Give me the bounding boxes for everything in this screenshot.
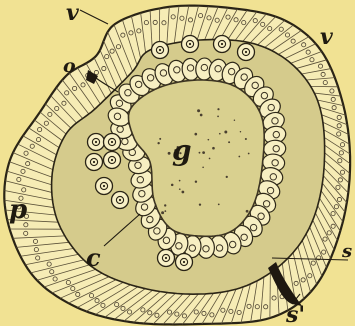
granule bbox=[240, 131, 241, 132]
granule bbox=[194, 133, 197, 136]
round-cell-nucleolus bbox=[119, 199, 121, 201]
granule bbox=[212, 147, 215, 150]
granule bbox=[161, 211, 164, 214]
granule bbox=[202, 167, 204, 169]
label-p: p bbox=[9, 195, 27, 225]
granule bbox=[246, 210, 249, 213]
granule bbox=[218, 203, 220, 205]
granule bbox=[164, 210, 166, 212]
label-o: o bbox=[63, 55, 76, 77]
granule bbox=[168, 152, 171, 155]
granule bbox=[179, 188, 181, 190]
label-v-right: v bbox=[320, 24, 333, 50]
round-cell-nucleolus bbox=[95, 141, 97, 143]
granule bbox=[202, 151, 205, 154]
granule bbox=[226, 176, 228, 178]
granule bbox=[209, 158, 211, 160]
granule bbox=[200, 114, 203, 117]
granule bbox=[171, 184, 174, 187]
label-s: s bbox=[341, 241, 352, 262]
granule bbox=[159, 138, 161, 140]
granule bbox=[234, 120, 235, 121]
label-v-left: v bbox=[66, 0, 79, 26]
granule bbox=[197, 109, 200, 112]
label-g: g bbox=[172, 134, 192, 167]
round-cell-nucleolus bbox=[111, 159, 113, 161]
granule bbox=[248, 153, 250, 155]
granule bbox=[199, 204, 201, 206]
round-cell-nucleolus bbox=[165, 257, 167, 259]
granule bbox=[199, 152, 201, 154]
label-s-prime: s' bbox=[285, 302, 305, 326]
round-cell-nucleolus bbox=[189, 43, 191, 45]
round-cell-nucleolus bbox=[103, 185, 105, 187]
round-cell-nucleolus bbox=[93, 161, 95, 163]
granule bbox=[228, 141, 230, 143]
granule bbox=[245, 138, 247, 140]
granule bbox=[238, 156, 240, 158]
granule bbox=[181, 191, 184, 194]
granule bbox=[179, 180, 181, 182]
round-cell-nucleolus bbox=[221, 43, 223, 45]
round-cell-nucleolus bbox=[183, 261, 185, 263]
granule bbox=[217, 108, 219, 110]
granule bbox=[195, 180, 197, 182]
round-cell-nucleolus bbox=[245, 51, 247, 53]
label-c: c bbox=[86, 243, 101, 272]
round-cell-nucleolus bbox=[111, 141, 113, 143]
round-cell-nucleolus bbox=[159, 49, 161, 51]
granule bbox=[224, 131, 227, 134]
granule bbox=[164, 204, 166, 206]
granule bbox=[217, 115, 219, 117]
granule bbox=[219, 133, 221, 135]
granule bbox=[157, 142, 159, 144]
granule bbox=[208, 139, 210, 141]
